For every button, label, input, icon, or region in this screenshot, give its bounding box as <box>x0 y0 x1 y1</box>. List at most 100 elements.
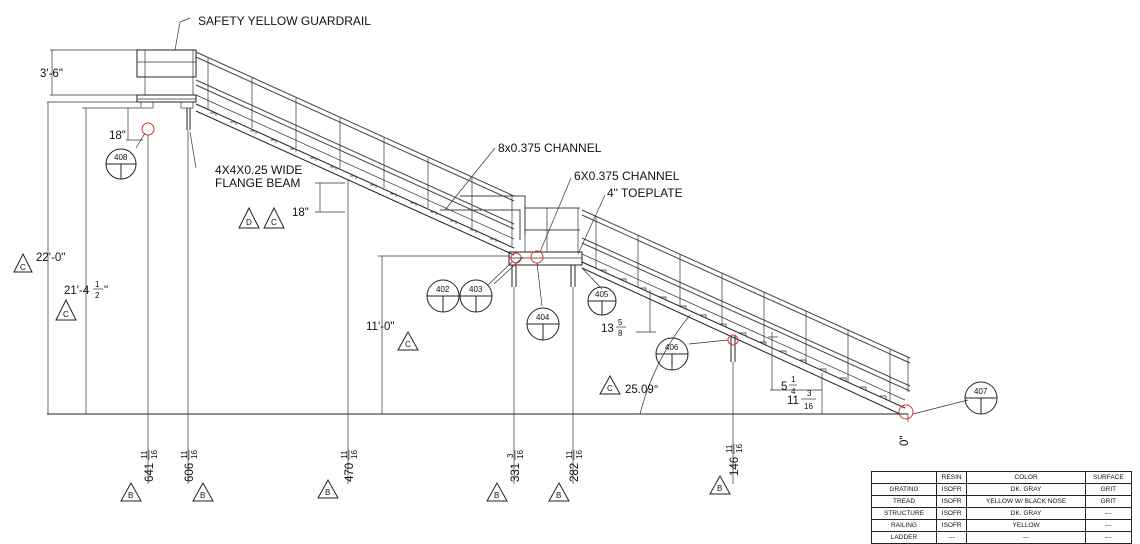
triangle-c-landing: C <box>397 330 419 351</box>
legend-cell: GRIT <box>1084 495 1133 508</box>
elevation-146: 146 11 16 <box>725 444 744 476</box>
dim-overall: 22'-0" <box>36 252 65 264</box>
legend-cell: GRIT <box>1084 483 1133 496</box>
label-channel-8: 8x0.375 CHANNEL <box>498 141 602 155</box>
svg-text:16: 16 <box>190 450 199 459</box>
legend-cell: YELLOW <box>966 519 1086 532</box>
label-toeplate: 4" TOEPLATE <box>607 186 683 200</box>
connection-highlight-407 <box>898 404 914 420</box>
legend-cell: STRUCTURE <box>871 507 937 520</box>
legend-row: LADDER --- --- --- <box>871 531 1133 544</box>
svg-text:2: 2 <box>95 291 100 300</box>
triangle-b-2: B <box>192 481 214 502</box>
svg-text:1: 1 <box>95 280 100 289</box>
svg-text:21'-4: 21'-4 <box>64 285 90 297</box>
material-legend-table: RESIN COLOR SURFACE GRATING ISOFR DK. GR… <box>871 471 1133 544</box>
svg-text:C: C <box>405 340 411 349</box>
connection-highlight-408 <box>141 122 155 136</box>
dim-5-1-4: 5 1 4 <box>781 375 797 396</box>
svg-text:": " <box>104 285 108 297</box>
dim-18-mid: 18" <box>292 207 309 219</box>
svg-text:3: 3 <box>506 453 515 458</box>
legend-header-cell: SURFACE <box>1084 471 1133 484</box>
svg-text:13: 13 <box>601 323 614 335</box>
triangle-b-4: B <box>486 481 508 502</box>
legend-cell: RAILING <box>871 519 937 532</box>
svg-text:146: 146 <box>729 457 741 476</box>
svg-text:282: 282 <box>569 463 581 482</box>
svg-text:B: B <box>717 484 722 493</box>
legend-row: STRUCTURE ISOFR DK. GRAY --- <box>871 507 1133 520</box>
balloon-404: 404 <box>526 307 560 341</box>
legend-cell: TREAD <box>871 495 937 508</box>
triangle-c-angle: C <box>599 374 621 395</box>
triangle-b-6: B <box>709 474 731 495</box>
elevation-606: 606 11 16 <box>180 450 199 482</box>
svg-text:11: 11 <box>140 450 149 459</box>
svg-text:16: 16 <box>150 450 159 459</box>
legend-row: GRATING ISOFR DK. GRAY GRIT <box>871 483 1133 496</box>
connection-highlight-406 <box>727 334 739 346</box>
legend-cell: DK. GRAY <box>966 483 1086 496</box>
legend-cell: DK. GRAY <box>966 507 1086 520</box>
legend-cell: ISOFR <box>935 507 968 520</box>
legend-row: RAILING ISOFR YELLOW --- <box>871 519 1133 532</box>
triangle-c-overall: C <box>13 252 33 273</box>
dim-top-rail: 3'-6" <box>40 68 63 80</box>
svg-text:406: 406 <box>665 343 679 352</box>
connection-highlight-402 <box>510 252 522 264</box>
legend-cell: YELLOW W/ BLACK NOSE <box>966 495 1086 508</box>
dimension-lines <box>47 49 909 484</box>
triangle-d: D <box>238 206 260 229</box>
elevation-641: 641 11 16 <box>140 450 159 482</box>
svg-text:16: 16 <box>575 450 584 459</box>
triangle-b-5: B <box>548 481 570 502</box>
label-flange-beam-2: FLANGE BEAM <box>215 176 300 190</box>
svg-text:470: 470 <box>344 463 356 482</box>
legend-header-cell <box>871 471 937 484</box>
leader-lines <box>135 17 969 415</box>
upper-stair-flight <box>195 51 526 256</box>
legend-cell: --- <box>1084 531 1133 544</box>
svg-text:B: B <box>128 491 133 500</box>
dim-18-top: 18" <box>109 130 126 142</box>
svg-text:5: 5 <box>781 381 787 393</box>
label-angle: 25.09° <box>625 384 658 396</box>
svg-text:B: B <box>200 491 205 500</box>
svg-text:C: C <box>607 384 613 393</box>
dim-zero: 0" <box>899 436 911 446</box>
svg-text:C: C <box>20 263 26 272</box>
svg-text:16: 16 <box>516 450 525 459</box>
svg-text:D: D <box>246 218 252 227</box>
svg-text:B: B <box>556 491 561 500</box>
balloon-405: 405 <box>587 286 617 316</box>
lower-stair-flight <box>581 209 911 415</box>
triangle-c-mid: C <box>263 206 285 229</box>
label-flange-beam-1: 4X4X0.25 WIDE <box>215 163 302 177</box>
svg-text:606: 606 <box>184 463 196 482</box>
triangle-c-platform: C <box>55 298 77 321</box>
svg-text:408: 408 <box>114 153 128 162</box>
balloon-406: 406 <box>655 337 689 371</box>
balloon-408: 408 <box>105 148 137 180</box>
legend-cell: ISOFR <box>935 519 968 532</box>
balloon-402: 402 <box>426 279 460 313</box>
dim-platform-main: 21'-4 1 2 " <box>64 280 108 300</box>
legend-cell: --- <box>1084 507 1133 520</box>
svg-text:403: 403 <box>469 285 483 294</box>
svg-text:404: 404 <box>536 313 550 322</box>
svg-text:C: C <box>271 218 277 227</box>
connection-highlight-403 <box>530 250 544 264</box>
svg-text:402: 402 <box>436 285 450 294</box>
legend-header-cell: RESIN <box>935 471 968 484</box>
landing-platform <box>508 207 583 287</box>
legend-header-row: RESIN COLOR SURFACE <box>871 471 1133 484</box>
svg-text:16: 16 <box>804 402 813 411</box>
svg-text:B: B <box>325 488 330 497</box>
svg-text:331: 331 <box>510 463 522 482</box>
legend-cell: GRATING <box>871 483 937 496</box>
svg-text:B: B <box>494 491 499 500</box>
svg-text:11: 11 <box>340 450 349 459</box>
dim-landing: 11'-0" <box>366 321 394 333</box>
